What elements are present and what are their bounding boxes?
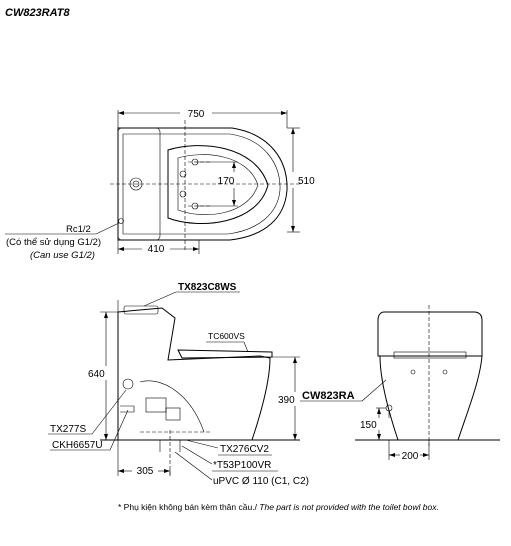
front-view: CW823RA 150 200	[300, 305, 500, 462]
label-inlet-note-vi: (Có thể sử dụng G1/2)	[6, 237, 101, 248]
dim-center: 170	[218, 176, 235, 187]
label-inlet-note-en: (Can use G1/2)	[30, 250, 95, 261]
dim-width: 510	[298, 176, 315, 187]
dim-length: 750	[188, 109, 205, 120]
dim-inlet-height: 150	[360, 420, 377, 431]
label-upvc: uPVC Ø 110 (C1, C2)	[213, 476, 309, 487]
label-model: CW823RA	[302, 390, 355, 402]
footnote-en: The part is not provided with the toilet…	[259, 502, 439, 512]
label-valve: TX277S	[50, 424, 86, 435]
dim-seat-height: 390	[278, 395, 295, 406]
top-view: 750 170 510	[5, 109, 315, 261]
model-title: CW823RAT8	[5, 7, 70, 19]
label-top-part: TX823C8WS	[178, 282, 237, 293]
label-seat: TC600VS	[208, 331, 245, 341]
dim-offset: 410	[148, 244, 165, 255]
label-inlet: Rc1/2	[66, 224, 91, 235]
dim-rough-in: 305	[137, 466, 154, 477]
label-flange: TX276CV2	[220, 444, 269, 455]
side-view: TX823C8WS TC600VS 640	[48, 282, 309, 487]
label-flex: CKH6657U	[52, 440, 103, 451]
dim-height: 640	[88, 369, 105, 380]
footnote: * Phụ kiện không bán kèm thân cầu./ The …	[118, 502, 439, 512]
footnote-vi: * Phụ kiện không bán kèm thân cầu./	[118, 502, 259, 512]
label-t53: *T53P100VR	[213, 460, 271, 471]
dim-inlet-offset: 200	[402, 451, 419, 462]
